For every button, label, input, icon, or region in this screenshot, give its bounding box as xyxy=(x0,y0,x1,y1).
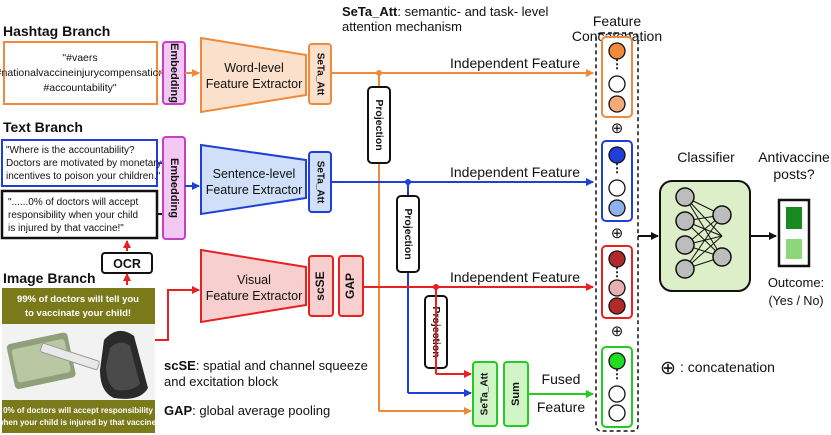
word-level-extractor-block xyxy=(200,36,307,114)
gap-note-key: GAP xyxy=(164,403,193,418)
hashtag-text-line-2: #nationalvaccineinjurycompensation xyxy=(0,67,165,79)
concatenation-dashed-container xyxy=(595,32,639,432)
sentence-extractor-label-2: Feature Extractor xyxy=(206,183,303,197)
neural-network-icon xyxy=(675,187,732,279)
text-seta-att-label: SeTa_Att xyxy=(314,161,325,204)
feature-concat-title-1: Feature xyxy=(593,13,641,29)
projection-label-1: Projection xyxy=(373,99,385,150)
image-independent-feature-label: Independent Feature xyxy=(450,269,580,285)
scse-note-desc-1: : spatial and channel squeeze xyxy=(196,358,368,373)
word-extractor-label-2: Feature Extractor xyxy=(206,77,303,91)
gap-note-line: GAP: global average pooling xyxy=(164,403,330,418)
visual-extractor-label-1: Visual xyxy=(237,273,271,287)
outcome-label-2: (Yes / No) xyxy=(768,294,823,308)
text-input-2-line-2: responsibility when your child xyxy=(8,210,138,221)
sentence-level-extractor-block xyxy=(200,143,307,216)
fused-feature-label-2: Feature xyxy=(537,399,585,415)
hashtag-feature-vector: ⋮ xyxy=(601,36,633,118)
text-embedding-label: Embedding xyxy=(168,158,180,218)
hashtag-embedding-label: Embedding xyxy=(168,43,180,103)
gap-note-desc: : global average pooling xyxy=(192,403,330,418)
svg-text:⋮: ⋮ xyxy=(611,161,623,175)
visual-extractor-block xyxy=(200,248,307,324)
text-independent-feature-label: Independent Feature xyxy=(450,164,580,180)
projection-box-1 xyxy=(367,86,391,164)
text-input-2-line-3: is injured by that vaccine!" xyxy=(8,223,124,234)
meme-bottom-banner xyxy=(2,400,155,433)
text-input-1-line-2: Doctors are motivated by monetary xyxy=(6,158,162,169)
fusion-seta-att-block xyxy=(472,361,498,427)
antivaccine-label-1: Antivaccine xyxy=(758,149,830,165)
hashtag-seta-att-label: SeTa_Att xyxy=(314,53,325,96)
outcome-label-1: Outcome: xyxy=(768,275,824,290)
gap-label: GAP xyxy=(343,273,357,299)
concat-legend-text: : concatenation xyxy=(680,359,775,375)
concat-legend-symbol: ⊕ xyxy=(660,358,676,379)
fusion-seta-att-label: SeTa_Att xyxy=(480,372,491,415)
hashtag-text-line-1: "#vaers xyxy=(62,52,97,64)
output-no-cell xyxy=(786,239,802,259)
meme-caption-bottom-1: 0% of doctors will accept responsibility xyxy=(3,406,153,415)
seta-note-key: SeTa_Att xyxy=(342,4,398,19)
concat-symbol-2: ⊕ xyxy=(611,225,624,242)
scse-block xyxy=(308,255,334,317)
seta-note-line-1: SeTa_Att: semantic- and task- level xyxy=(342,4,549,19)
text-input-2-line-1: "......0% of doctors will accept xyxy=(8,197,138,208)
svg-text:⋮: ⋮ xyxy=(611,367,623,381)
image-branch-label: Image Branch xyxy=(3,270,96,286)
money-syringe-illustration xyxy=(6,332,100,389)
hashtag-independent-feature-label: Independent Feature xyxy=(450,55,580,71)
scse-label: scSE xyxy=(313,271,327,300)
concat-symbol-1: ⊕ xyxy=(611,120,624,137)
hashtag-text-line-3: #accountability" xyxy=(43,82,116,94)
svg-text:⋮: ⋮ xyxy=(611,57,623,71)
sum-label: Sum xyxy=(510,382,522,406)
concat-symbol-3: ⊕ xyxy=(611,323,624,340)
text-feature-vector: ⋮ xyxy=(601,140,633,222)
fused-feature-vector: ⋮ xyxy=(601,346,633,428)
meme-caption-bottom-2: when your child is injured by that vacci… xyxy=(0,418,159,427)
scse-note-desc-2: and excitation block xyxy=(164,374,279,389)
svg-text:⋮: ⋮ xyxy=(611,265,623,279)
text-input-box-1 xyxy=(1,139,158,187)
projection-label-2: Projection xyxy=(402,208,414,259)
ocr-label: OCR xyxy=(113,257,141,271)
text-branch-label: Text Branch xyxy=(3,119,83,135)
text-input-1-line-1: "Where is the accountability? xyxy=(6,145,135,156)
output-yes-cell xyxy=(786,207,802,229)
projection-box-2 xyxy=(396,195,420,273)
hashtag-input-box xyxy=(3,41,158,105)
classifier-block xyxy=(659,180,751,292)
image-feature-vector: ⋮ xyxy=(601,245,633,319)
meme-top-banner xyxy=(2,288,155,324)
meme-caption-top-2: to vaccinate your child! xyxy=(25,308,131,319)
antivaccine-label-2: posts? xyxy=(773,166,814,182)
image-to-visual-extractor-arrow xyxy=(155,286,200,341)
seta-note-desc-1: : semantic- and task- level xyxy=(397,4,548,19)
classifier-label: Classifier xyxy=(677,149,735,165)
text-input-1-line-3: incentives to poison your children." xyxy=(6,171,161,182)
fused-feature-label-1: Fused xyxy=(542,371,581,387)
scse-note-line-1: scSE: spatial and channel squeeze xyxy=(164,358,368,373)
seta-note-desc-2: attention mechanism xyxy=(342,19,462,34)
text-embedding-block xyxy=(162,136,186,240)
meme-caption-top-1: 99% of doctors will tell you xyxy=(17,294,139,305)
hashtag-branch-label: Hashtag Branch xyxy=(3,23,110,39)
word-extractor-label-1: Word-level xyxy=(224,61,284,75)
visual-extractor-label-2: Feature Extractor xyxy=(206,289,303,303)
scse-note-key: scSE xyxy=(164,358,196,373)
car-seat-illustration xyxy=(100,330,148,399)
sentence-extractor-label-1: Sentence-level xyxy=(213,167,296,181)
